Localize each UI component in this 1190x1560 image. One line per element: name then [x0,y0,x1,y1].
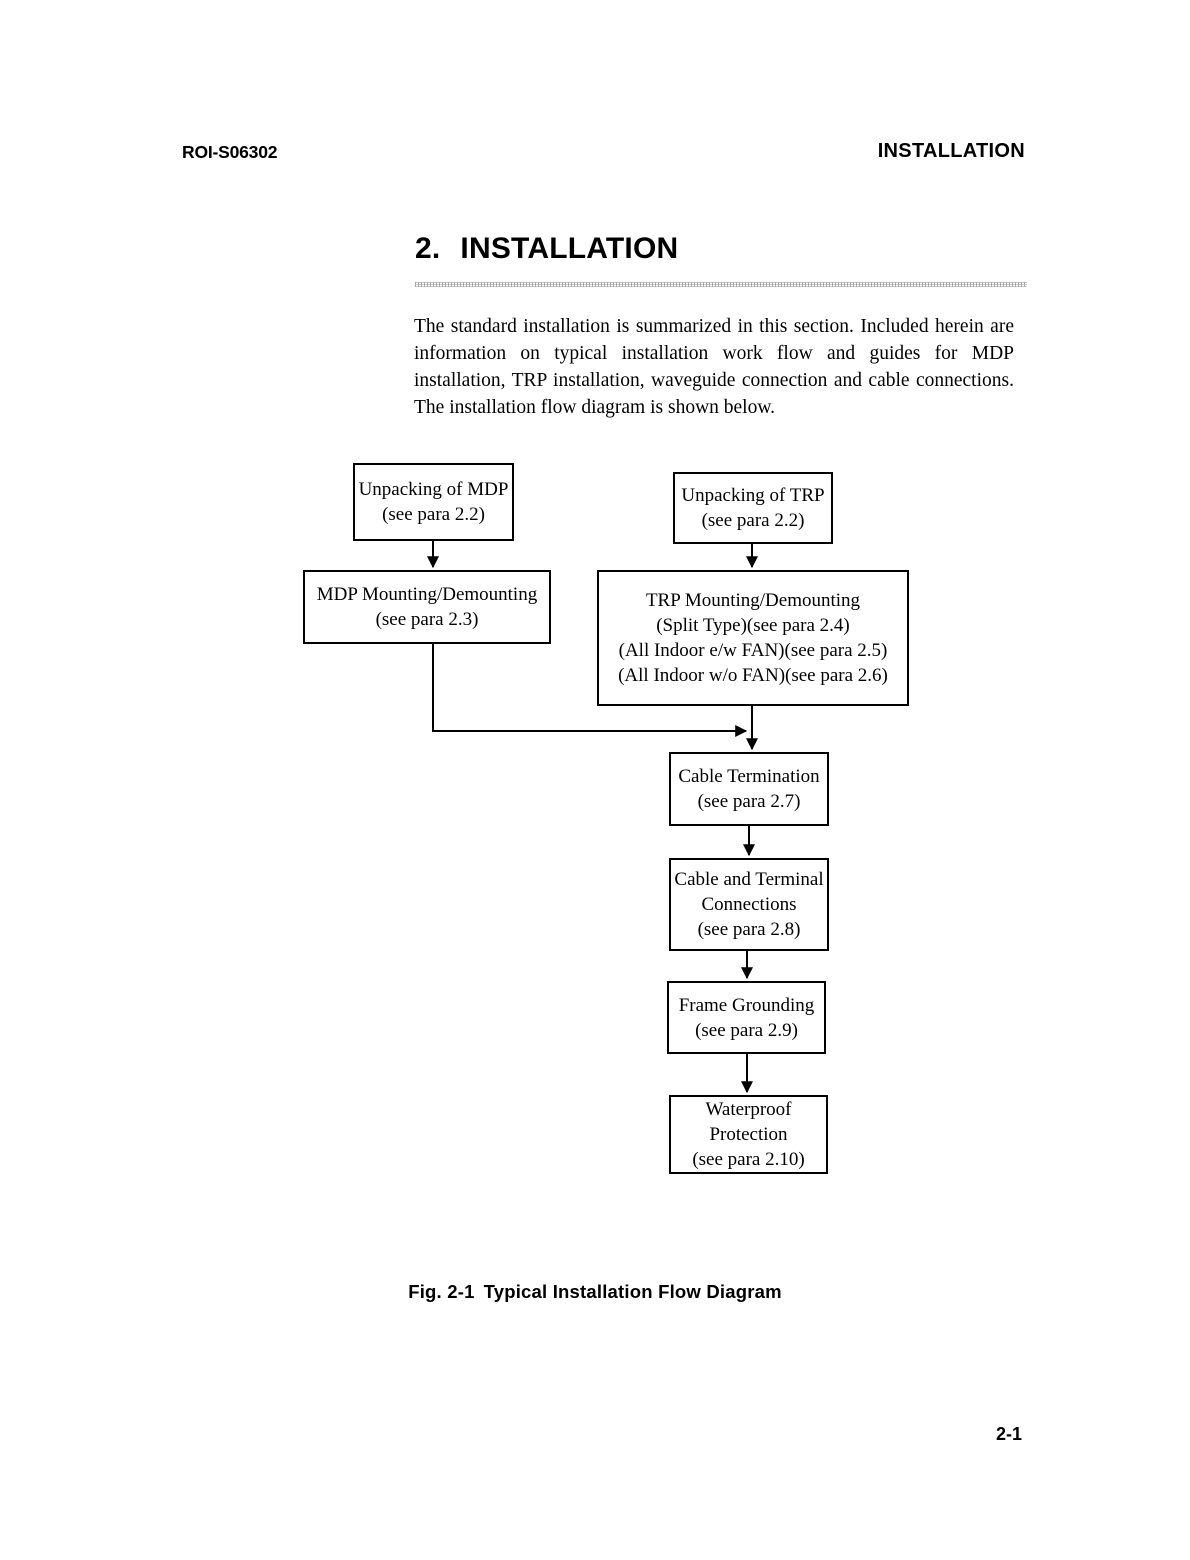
node-line: (see para 2.9) [695,1019,798,1041]
intro-paragraph: The standard installation is summarized … [414,316,1014,418]
node-line: Unpacking of MDP [358,479,509,500]
section-title-text: INSTALLATION [460,232,679,265]
node-line: (All Indoor w/o FAN)(see para 2.6) [618,665,888,686]
node-line: (see para 2.7) [697,791,801,812]
node-line: (All Indoor e/w FAN)(see para 2.5) [618,640,888,661]
node-line: (see para 2.8) [697,919,801,940]
node-line: MDP Mounting/Demounting [316,584,538,605]
flow-node-mdp-mounting: MDP Mounting/Demounting (see para 2.3) [303,570,551,644]
flow-node-unpacking-mdp: Unpacking of MDP (see para 2.2) [353,463,514,541]
figure-caption: Fig. 2-1 Typical Installation Flow Diagra… [0,1281,1190,1303]
node-line: Protection [709,1124,788,1145]
section-number: 2. [415,232,441,265]
node-line: (see para 2.2) [701,510,805,531]
title-divider [415,282,1027,287]
flow-node-unpacking-trp: Unpacking of TRP (see para 2.2) [673,472,833,544]
node-line: Connections [701,894,797,915]
flow-node-trp-mounting: TRP Mounting/Demounting (Split Type)(see… [597,570,909,706]
flow-node-frame-grounding: Frame Grounding (see para 2.9) [667,981,826,1054]
node-line: (see para 2.2) [382,504,485,525]
node-line: (see para 2.10) [692,1149,805,1170]
node-line: (Split Type)(see para 2.4) [656,615,850,636]
header-section-name: INSTALLATION [877,140,1025,162]
node-line: Cable and Terminal [674,869,824,890]
flow-node-cable-terminal-connections: Cable and Terminal Connections (see para… [669,858,829,951]
flow-node-waterproof-protection: Waterproof Protection (see para 2.10) [669,1095,828,1174]
node-line: TRP Mounting/Demounting [645,590,861,611]
node-line: Cable Termination [678,766,820,787]
header-document-number: ROI-S06302 [182,142,278,162]
page-title: 2. INSTALLATION [415,232,678,266]
node-line: Waterproof [705,1099,792,1120]
node-line: Unpacking of TRP [681,485,825,506]
figure-caption-number: Fig. 2-1 [408,1281,475,1302]
node-line: (see para 2.3) [375,609,479,630]
flow-node-cable-termination: Cable Termination (see para 2.7) [669,752,829,826]
page-number: 2-1 [995,1424,1022,1444]
figure-caption-text: Typical Installation Flow Diagram [483,1281,782,1302]
node-line: Frame Grounding [678,994,815,1016]
